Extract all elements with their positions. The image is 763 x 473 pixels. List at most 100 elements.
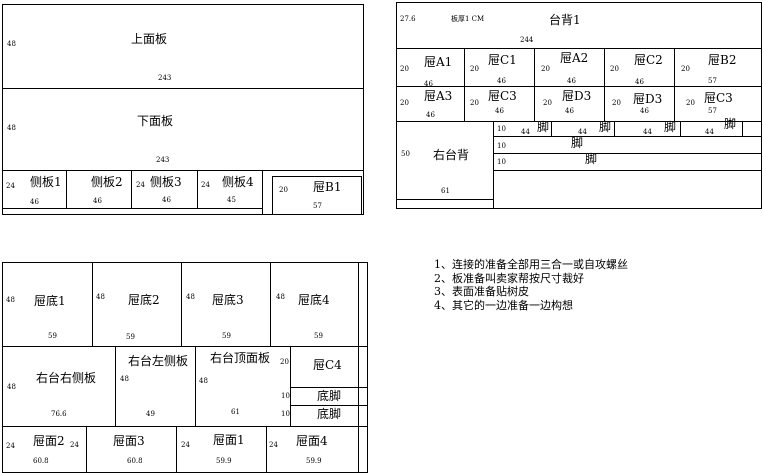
foot-label: 脚 bbox=[585, 152, 598, 166]
base-foot-label: 底脚 bbox=[317, 389, 342, 403]
drawer-a1-label: 屉A1 bbox=[424, 55, 453, 69]
sheet-3-row-line bbox=[2, 426, 368, 427]
right-left-side-height: 48 bbox=[120, 375, 129, 383]
drawer-a2-width: 46 bbox=[567, 77, 576, 85]
foot-label: 脚 bbox=[571, 136, 584, 150]
drawer-divider bbox=[534, 48, 535, 121]
drawer-a3-label: 屉A3 bbox=[424, 89, 453, 103]
side-panel-3-label: 侧板3 bbox=[150, 175, 182, 189]
drawer-bottom-1-width: 59 bbox=[48, 332, 57, 340]
foot-row-line bbox=[493, 136, 762, 137]
drawer-bottom-height: 48 bbox=[186, 293, 195, 301]
foot-width: 44 bbox=[705, 128, 714, 136]
right-left-side-label: 右台左侧板 bbox=[128, 354, 189, 368]
panel-top-height: 48 bbox=[7, 40, 16, 48]
drawer-height: 20 bbox=[612, 99, 621, 107]
right-right-side-height: 48 bbox=[7, 383, 16, 391]
side-panel-4-width: 45 bbox=[227, 196, 236, 204]
right-top-panel-label: 右台顶面板 bbox=[210, 351, 271, 365]
foot-height: 10 bbox=[497, 158, 506, 166]
bottom-divider bbox=[358, 262, 359, 473]
notes-list: 1、连接的准备全部用三合一或自攻螺丝 2、板准备叫卖家帮按尺寸裁好 3、表面准备… bbox=[434, 258, 628, 312]
drawer-bottom-4-width: 59 bbox=[314, 332, 323, 340]
drawer-divider bbox=[604, 48, 605, 121]
drawer-b1-height: 20 bbox=[279, 186, 288, 194]
drawer-b2-width: 57 bbox=[708, 77, 717, 85]
panel-bottom-height: 48 bbox=[7, 124, 16, 132]
foot-divider bbox=[742, 121, 743, 136]
right-back-label: 右台背 bbox=[433, 148, 470, 162]
drawer-bottom-height: 48 bbox=[96, 293, 105, 301]
side-height: 24 bbox=[201, 181, 210, 189]
c4-line bbox=[290, 387, 368, 388]
back-width: 244 bbox=[520, 36, 534, 44]
foot-width: 44 bbox=[521, 128, 530, 136]
front-height: 24 bbox=[70, 441, 79, 449]
drawer-b1-width: 57 bbox=[313, 202, 322, 210]
foot-label: 脚 bbox=[537, 120, 550, 134]
drawer-c4-label: 屉C4 bbox=[313, 358, 342, 372]
foot-height: 10 bbox=[497, 142, 506, 150]
panel-bottom-width: 243 bbox=[156, 156, 170, 164]
drawer-bottom-1-label: 屉底1 bbox=[34, 294, 66, 308]
front-height: 24 bbox=[6, 442, 15, 450]
drawer-front-2-label: 屉面2 bbox=[33, 434, 65, 448]
right-back-height: 50 bbox=[401, 150, 410, 158]
side-panel-2-width: 46 bbox=[93, 197, 102, 205]
drawer-divider bbox=[674, 48, 675, 121]
drawer-height: 20 bbox=[543, 99, 552, 107]
note-item: 1、连接的准备全部用三合一或自攻螺丝 bbox=[434, 258, 628, 271]
right-left-side-width: 49 bbox=[146, 410, 155, 418]
bottom-divider bbox=[181, 262, 182, 346]
back-bottom-line bbox=[396, 48, 762, 49]
right-top-panel-width: 61 bbox=[231, 408, 240, 416]
bottom-divider bbox=[92, 262, 93, 346]
drawer-bottom-height: 48 bbox=[6, 296, 15, 304]
drawer-divider bbox=[464, 48, 465, 121]
drawer-c3b-label: 屉C3 bbox=[704, 91, 733, 105]
thickness-note: 板厚1 CM bbox=[451, 15, 485, 23]
drawer-a3-width: 46 bbox=[426, 111, 435, 119]
drawer-front-3-width: 60.8 bbox=[127, 457, 143, 465]
panel-top-label: 上面板 bbox=[131, 32, 168, 46]
drawer-front-1-label: 屉面1 bbox=[213, 433, 245, 447]
drawer-b1-panel bbox=[272, 176, 362, 215]
drawer-d3-label: 屉D3 bbox=[562, 89, 592, 103]
side-panel-3-width: 46 bbox=[162, 196, 171, 204]
drawer-c3-label: 屉C3 bbox=[488, 89, 517, 103]
drawer-height: 20 bbox=[470, 65, 479, 73]
side-divider bbox=[262, 170, 263, 215]
right-right-side-width: 76.6 bbox=[51, 410, 67, 418]
drawer-c2-label: 屉C2 bbox=[634, 53, 663, 67]
side-panel-divider bbox=[115, 346, 116, 426]
drawer-bottom-3-width: 59 bbox=[222, 332, 231, 340]
back-height: 27.6 bbox=[400, 15, 416, 23]
right-back-bottom bbox=[396, 199, 494, 200]
drawer-height: 20 bbox=[681, 65, 690, 73]
side-panel-divider bbox=[195, 346, 196, 426]
bottom-divider bbox=[270, 262, 271, 346]
c4-line bbox=[290, 405, 368, 406]
side-height: 24 bbox=[136, 181, 145, 189]
note-item: 2、板准备叫卖家帮按尺寸裁好 bbox=[434, 271, 584, 285]
foot-label: 脚 bbox=[664, 120, 677, 134]
drawer-bottom-4-label: 屉底4 bbox=[298, 293, 330, 307]
base-foot-height: 10 bbox=[281, 392, 290, 400]
note-item: 3、表面准备贴树皮 bbox=[434, 285, 529, 298]
drawer-c1-label: 屉C1 bbox=[488, 53, 517, 67]
foot-row-line bbox=[493, 153, 762, 154]
drawer-front-3-label: 屉面3 bbox=[113, 434, 145, 448]
drawer-c4-height: 20 bbox=[280, 358, 289, 366]
sheet-3-row-line bbox=[2, 346, 368, 347]
sheet-1-divider bbox=[2, 88, 364, 89]
drawer-height: 20 bbox=[400, 65, 409, 73]
foot-width: 44 bbox=[578, 128, 587, 136]
drawer-b2-label: 屉B2 bbox=[708, 53, 737, 67]
drawer-a1-width: 46 bbox=[424, 80, 433, 88]
drawer-front-4-label: 屉面4 bbox=[296, 434, 328, 448]
drawer-c2-width: 46 bbox=[635, 78, 644, 86]
side-panel-2-label: 侧板2 bbox=[91, 175, 123, 189]
drawer-row-line bbox=[396, 86, 762, 87]
drawer-c1-width: 46 bbox=[497, 77, 506, 85]
side-panel-divider bbox=[290, 346, 291, 426]
